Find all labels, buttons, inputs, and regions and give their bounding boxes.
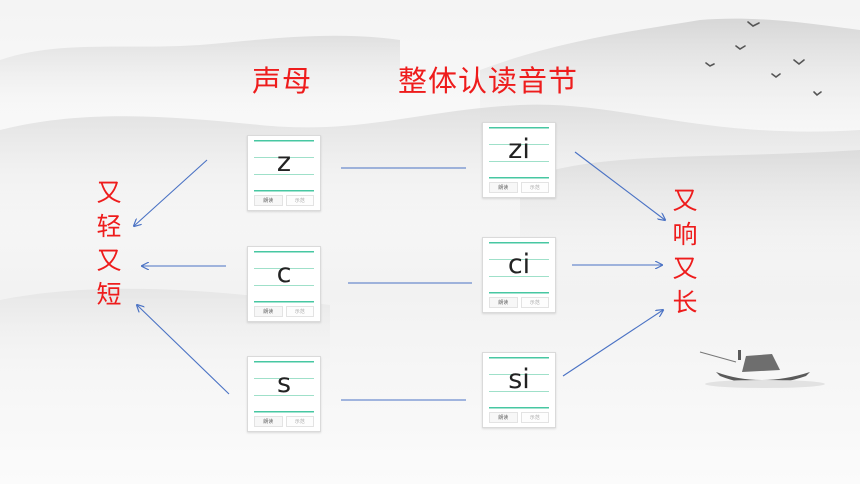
- read-button[interactable]: 朗读: [489, 182, 518, 193]
- arrow-si-right: [562, 310, 663, 377]
- left-note-char: 短: [96, 280, 122, 309]
- card-syllable: c: [276, 258, 292, 289]
- birds-icon: [705, 21, 822, 97]
- card-buttons: 朗读 示范: [489, 297, 549, 308]
- right-note-char: 响: [672, 220, 698, 249]
- initial-card-z[interactable]: z 朗读 示范: [247, 135, 321, 211]
- right-note-char: 又: [672, 254, 698, 283]
- card-syllable: zi: [508, 134, 530, 165]
- pinyin-guide-lines: [489, 242, 549, 294]
- pinyin-guide-lines: [489, 127, 549, 179]
- card-syllable: ci: [507, 249, 531, 280]
- arrow-zi-right: [574, 151, 665, 220]
- read-button[interactable]: 朗读: [489, 412, 518, 423]
- card-syllable: si: [508, 364, 530, 395]
- read-button[interactable]: 朗读: [254, 195, 283, 206]
- demo-button[interactable]: 示范: [520, 412, 549, 423]
- read-button[interactable]: 朗读: [489, 297, 518, 308]
- left-note-char: 轻: [96, 212, 122, 241]
- card-syllable: s: [276, 368, 292, 399]
- arrow-z-left: [134, 159, 208, 226]
- read-button[interactable]: 朗读: [254, 416, 283, 427]
- card-syllable: z: [276, 147, 292, 178]
- pinyin-guide-lines: [489, 357, 549, 409]
- right-note: 又 响 又 长: [670, 184, 700, 320]
- card-buttons: 朗读 示范: [489, 412, 549, 423]
- demo-button[interactable]: 示范: [285, 306, 314, 317]
- read-button[interactable]: 朗读: [254, 306, 283, 317]
- initial-card-s[interactable]: s 朗读 示范: [247, 356, 321, 432]
- right-note-char: 又: [672, 186, 698, 215]
- pinyin-guide-lines: [254, 251, 314, 303]
- left-note-char: 又: [96, 178, 122, 207]
- demo-button[interactable]: 示范: [285, 416, 314, 427]
- demo-button[interactable]: 示范: [520, 297, 549, 308]
- pinyin-guide-lines: [254, 361, 314, 413]
- right-note-char: 长: [672, 288, 698, 317]
- demo-button[interactable]: 示范: [285, 195, 314, 206]
- card-buttons: 朗读 示范: [254, 416, 314, 427]
- left-note: 又 轻 又 短: [94, 176, 124, 312]
- syllable-card-ci[interactable]: ci 朗读 示范: [482, 237, 556, 313]
- arrow-s-left: [137, 305, 230, 395]
- syllable-card-si[interactable]: si 朗读 示范: [482, 352, 556, 428]
- pinyin-guide-lines: [254, 140, 314, 192]
- card-buttons: 朗读 示范: [254, 306, 314, 317]
- demo-button[interactable]: 示范: [520, 182, 549, 193]
- card-buttons: 朗读 示范: [489, 182, 549, 193]
- left-note-char: 又: [96, 246, 122, 275]
- heading-initials: 声母: [252, 64, 313, 98]
- initial-card-c[interactable]: c 朗读 示范: [247, 246, 321, 322]
- boat-icon: [699, 350, 825, 388]
- syllable-card-zi[interactable]: zi 朗读 示范: [482, 122, 556, 198]
- card-buttons: 朗读 示范: [254, 195, 314, 206]
- heading-whole-syllables: 整体认读音节: [398, 64, 579, 98]
